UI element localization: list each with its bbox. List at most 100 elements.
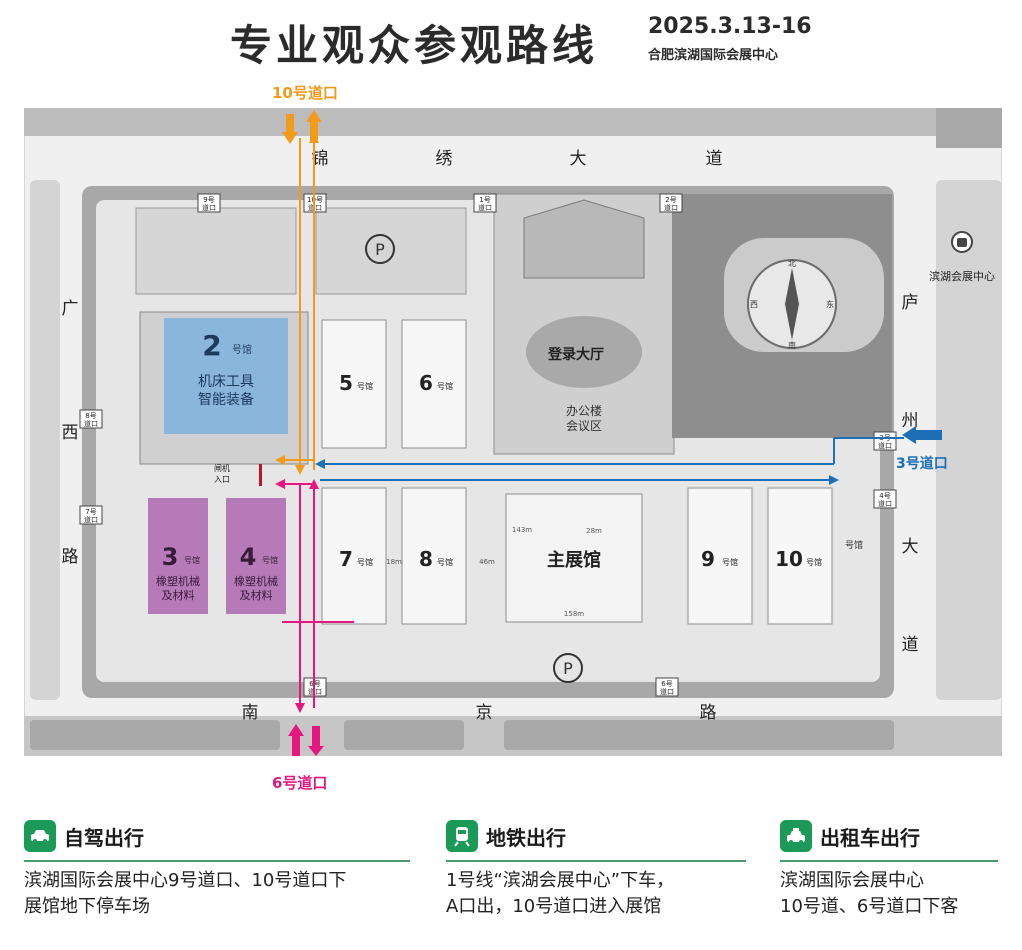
svg-text:道口: 道口 — [202, 203, 216, 212]
road-south-2: 京 — [476, 703, 493, 723]
hall-5-suffix: 号馆 — [357, 381, 373, 391]
hall-2[interactable] — [164, 318, 288, 434]
footer-metro-line-2: A口出，10号道口进入展馆 — [446, 896, 662, 917]
block-se — [504, 720, 894, 750]
svg-text:9号: 9号 — [203, 196, 214, 204]
block-ne — [936, 108, 1002, 148]
main-hall-label: 主展馆 — [547, 549, 601, 571]
footer-taxi-line-1: 滨湖国际会展中心 — [780, 870, 924, 891]
dim-28m: 28m — [586, 527, 602, 535]
hall-10[interactable] — [767, 487, 833, 625]
hall-3-line1: 橡塑机械 — [156, 574, 200, 588]
footer-metro-divider — [446, 860, 746, 862]
hall-3-suffix: 号馆 — [184, 555, 200, 565]
hall-6[interactable] — [401, 319, 467, 449]
road-south-3: 路 — [700, 703, 717, 723]
svg-text:道口: 道口 — [478, 203, 492, 212]
hall-4[interactable] — [226, 498, 286, 614]
hall-7[interactable] — [321, 487, 387, 625]
dim-18m: 18m — [386, 558, 402, 566]
compass-w: 西 — [750, 300, 758, 309]
main-hall[interactable] — [505, 493, 643, 623]
hall-partial-label: 号馆 — [845, 539, 863, 551]
road-west-3: 路 — [62, 547, 79, 567]
gate-10-arrow-icon — [282, 110, 322, 144]
event-date: 2025.3.13-16 — [648, 14, 812, 39]
hall-8-suffix: 号馆 — [437, 557, 453, 567]
hall-2-line2: 智能装备 — [198, 391, 254, 408]
hall-9-suffix: 号馆 — [722, 557, 738, 567]
svg-text:2号: 2号 — [665, 196, 676, 204]
road-band-north — [24, 108, 1002, 136]
footer-metro-line-1: 1号线“滨湖会展中心”下车， — [446, 870, 675, 891]
hall-5-num: 5 — [339, 371, 353, 395]
svg-text:1号: 1号 — [479, 196, 490, 204]
footer-car-title: 自驾出行 — [64, 825, 144, 850]
gate-7-badge: 7号 道口 — [79, 505, 103, 525]
gate-6-arrow-icon — [288, 724, 324, 756]
block-e — [936, 180, 1002, 700]
road-north-2: 绣 — [436, 149, 453, 169]
svg-text:道口: 道口 — [84, 419, 98, 428]
dim-143m: 143m — [512, 526, 532, 534]
road-north-1: 锦 — [312, 149, 329, 169]
dim-46m: 46m — [479, 558, 495, 566]
office-label-2: 会议区 — [566, 419, 602, 433]
svg-text:8号: 8号 — [85, 412, 96, 420]
block-sw — [30, 720, 280, 750]
road-east-2: 州 — [902, 411, 919, 431]
gate-2-badge: 2号 道口 — [659, 193, 683, 213]
gate-3-arrow-icon — [902, 426, 942, 444]
hall-2-num: 2 — [202, 329, 221, 362]
lobby-label: 登录大厅 — [547, 346, 604, 363]
block-s — [344, 720, 464, 750]
hall-3[interactable] — [148, 498, 208, 614]
metro-station-icon — [951, 231, 973, 253]
page-title: 专业观众参观路线 — [230, 21, 599, 70]
venue-name: 合肥滨湖国际会展中心 — [648, 48, 779, 63]
parking-n — [315, 207, 467, 295]
parking-label-north: P — [375, 240, 385, 259]
compass-s: 南 — [788, 340, 796, 350]
hall-2-line1: 机床工具 — [198, 374, 254, 390]
hall-4-line2: 及材料 — [240, 588, 273, 602]
hall-5[interactable] — [321, 319, 387, 449]
dim-158m: 158m — [564, 610, 584, 618]
block-w — [30, 180, 60, 700]
svg-text:入口: 入口 — [214, 475, 230, 484]
road-east-1: 庐 — [902, 293, 919, 313]
hall-3-line2: 及材料 — [162, 588, 195, 602]
hall-6-num: 6 — [419, 371, 433, 395]
gate-10-route-label: 10号道口 — [272, 84, 338, 102]
compass-icon: 北 南 东 西 — [747, 259, 837, 350]
footer-car-head: 自驾出行 — [24, 820, 144, 852]
footer-taxi-line-2: 10号道、6号道口下客 — [780, 896, 959, 917]
svg-text:道口: 道口 — [878, 441, 892, 450]
gate-9-badge: 9号 道口 — [197, 193, 221, 213]
car-icon — [24, 820, 56, 852]
parking-nw — [135, 207, 297, 295]
footer-car-body: 滨湖国际会展中心9号道口、10号道口下 展馆地下停车场 — [24, 868, 346, 920]
venue-map: P 登录大厅 办公楼 会议区 北 南 东 西 2 号馆 机床工具 智能装备 3 … — [24, 108, 1002, 756]
central-roof — [523, 199, 645, 279]
hall-7-num: 7 — [339, 547, 353, 571]
hall-9[interactable] — [687, 487, 753, 625]
footer-car-divider — [24, 860, 410, 862]
road-east-4: 道 — [902, 635, 919, 655]
parking-label-south: P — [563, 659, 573, 678]
gate-6b-badge: 6号 道口 — [655, 677, 679, 697]
road-west-2: 西 — [62, 423, 79, 443]
footer-taxi-body: 滨湖国际会展中心 10号道、6号道口下客 — [780, 868, 958, 920]
gate-8-badge: 8号 道口 — [79, 409, 103, 429]
parking-icon-north: P — [365, 234, 395, 264]
svg-text:7号: 7号 — [85, 508, 96, 516]
road-south-1: 南 — [242, 703, 259, 723]
road-east-3: 大 — [902, 537, 919, 557]
route-orange — [275, 133, 319, 475]
svg-text:4号: 4号 — [879, 492, 890, 500]
compass-n: 北 — [788, 259, 796, 268]
hall-3-num: 3 — [162, 543, 179, 571]
hall-8[interactable] — [401, 487, 467, 625]
footer-car-line-1: 滨湖国际会展中心9号道口、10号道口下 — [24, 870, 347, 891]
road-north-4: 道 — [706, 149, 723, 169]
